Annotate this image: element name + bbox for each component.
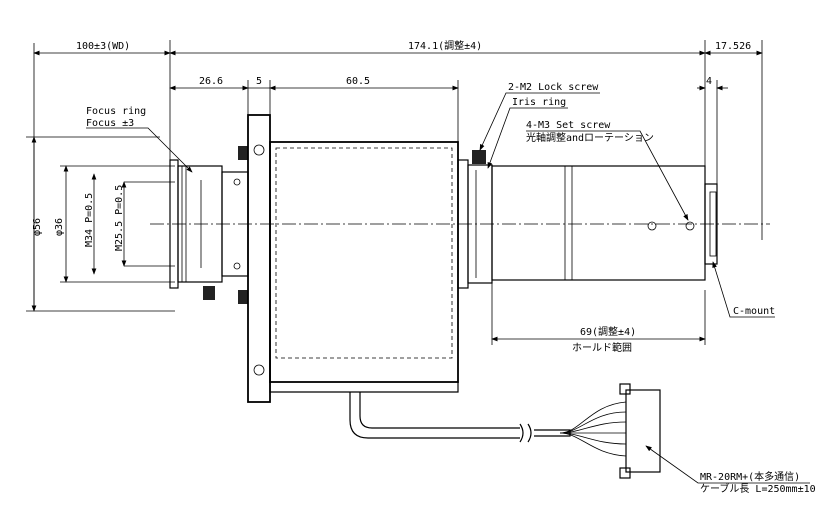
- leader-focus-ring: [86, 127, 193, 173]
- plate-hole-bottom-icon: [253, 364, 265, 376]
- dim-5: 5: [256, 76, 262, 87]
- callout-set-screw-note: 光軸調整andローテーション: [526, 131, 654, 144]
- callout-iris-ring: Iris ring: [512, 97, 566, 108]
- wire-1: [559, 401, 627, 434]
- barrel-screw-bottom-icon: [233, 262, 241, 270]
- callout-cable: ケーブル長 L=250mm±10: [700, 482, 816, 495]
- focus-lock-knob-icon: [203, 286, 215, 300]
- leader-set-screw: [526, 130, 689, 221]
- connector-latch-top: [619, 383, 631, 395]
- dim-dia36: φ36: [54, 218, 65, 236]
- mounting-plate: [247, 114, 271, 403]
- leader-lock-screw: [479, 92, 600, 151]
- connector-latch-bottom: [619, 467, 631, 479]
- callout-focus-ring: Focus ring: [86, 106, 146, 117]
- callout-focus-travel: Focus ±3: [86, 118, 134, 129]
- callout-connector: MR-20RM+(本多通信): [700, 470, 800, 483]
- callout-set-screw: 4-M3 Set screw: [526, 120, 611, 131]
- main-body-inner: [275, 147, 453, 359]
- set-screw-hole-1-icon: [647, 221, 657, 231]
- leader-c-mount: [712, 261, 775, 318]
- dim-overall-length: 174.1(調整±4): [408, 39, 482, 52]
- thumb-screw-bottom-icon: [238, 290, 248, 304]
- c-mount-thread: [709, 191, 717, 257]
- dim-flange-to-end: 17.526: [715, 41, 751, 52]
- dim-hold-range-label: ホールド範囲: [572, 341, 632, 354]
- barrel-screw-top-icon: [233, 178, 241, 186]
- thread-m34: M34 P=0.5: [84, 193, 95, 247]
- cable-outer: [349, 392, 520, 439]
- main-body: [269, 141, 459, 383]
- thumb-screw-top-icon: [238, 146, 248, 160]
- connector-body: [625, 389, 661, 473]
- lock-screw-icon: [472, 150, 486, 164]
- thread-m25: M25.5 P=0.5: [114, 185, 125, 251]
- set-screw-hole-2-icon: [685, 221, 695, 231]
- main-body-base: [269, 382, 459, 393]
- plate-hole-top-icon: [253, 144, 265, 156]
- dim-26-6: 26.6: [199, 76, 223, 87]
- callout-c-mount: C-mount: [733, 306, 775, 317]
- dim-60-5: 60.5: [346, 76, 370, 87]
- cable-break-1: [519, 423, 524, 443]
- cable-inner: [359, 392, 520, 429]
- dim-hold-range-value: 69(調整±4): [580, 325, 636, 338]
- cable-break-2: [527, 423, 532, 443]
- dim-dia56: φ56: [32, 218, 43, 236]
- leader-connector: [645, 445, 810, 484]
- dim-wd: 100±3(WD): [76, 41, 130, 52]
- callout-lock-screw: 2-M2 Lock screw: [508, 82, 599, 93]
- dim-4: 4: [706, 76, 712, 87]
- rear-barrel: [491, 165, 706, 281]
- c-mount-flange: [704, 183, 718, 265]
- wire-6: [559, 432, 627, 457]
- leader-iris-ring: [487, 107, 568, 169]
